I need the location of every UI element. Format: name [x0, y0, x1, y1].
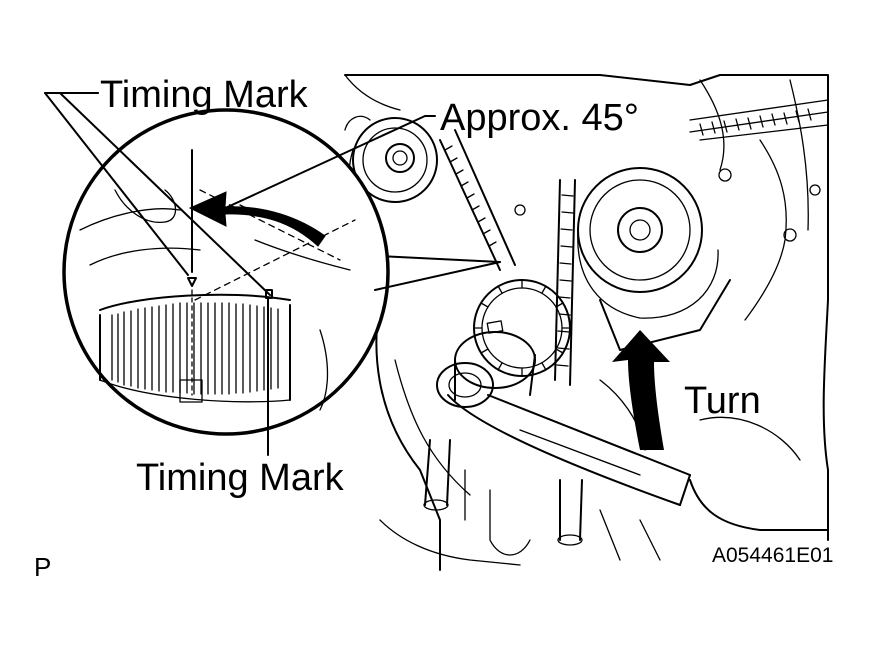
approx-angle-label: Approx. 45° [440, 97, 639, 139]
leader-lines [44, 92, 436, 456]
engine-block-drawing [344, 74, 829, 571]
figure-code: A054461E01 [712, 544, 833, 567]
timing-mark-bottom-label: Timing Mark [136, 457, 345, 499]
timing-mark-top-label: Timing Mark [100, 74, 309, 116]
turn-label: Turn [684, 380, 761, 422]
magnified-detail-view [62, 108, 501, 436]
page-letter: P [34, 552, 51, 582]
turn-arrow-icon [612, 330, 670, 450]
